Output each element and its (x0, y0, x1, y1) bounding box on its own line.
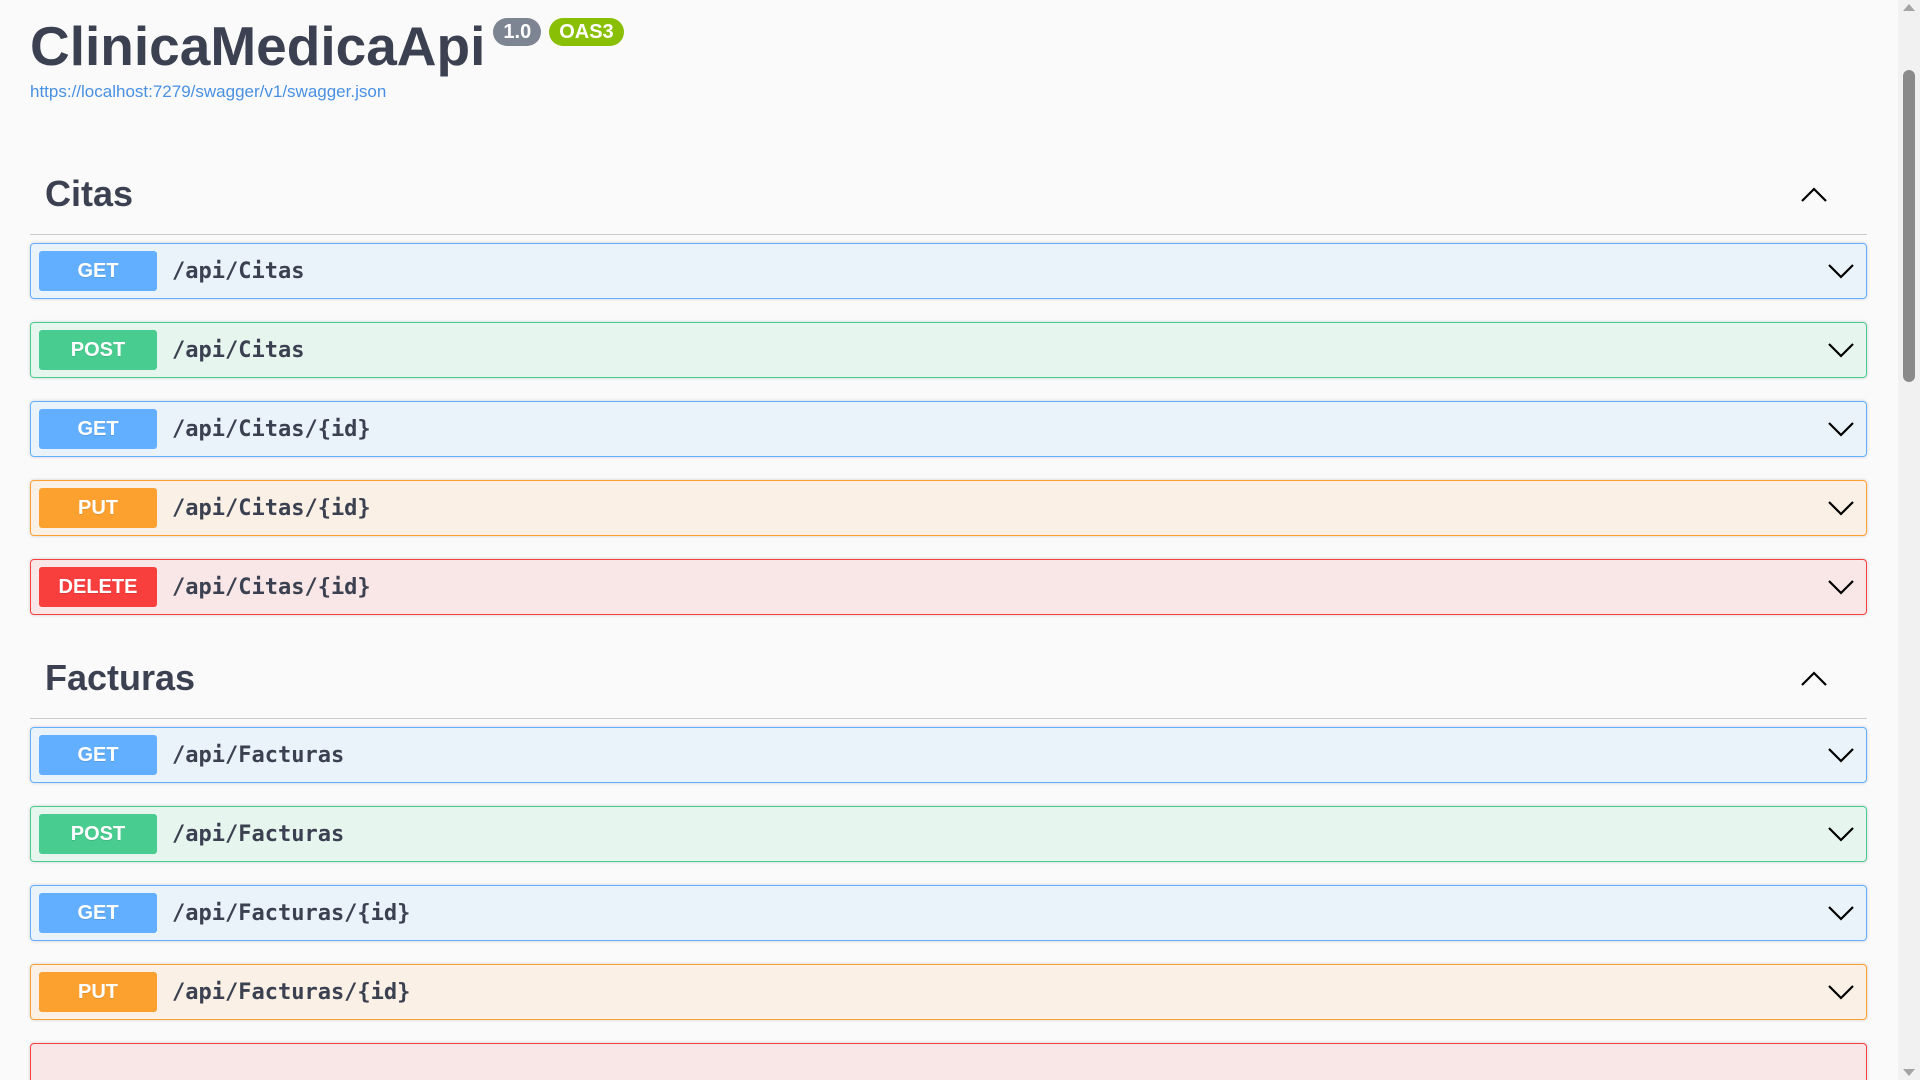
oas-badge: OAS3 (549, 18, 624, 46)
method-badge: PUT (39, 972, 157, 1012)
chevron-down-icon[interactable] (1826, 981, 1856, 1003)
chevron-down-icon[interactable] (1826, 744, 1856, 766)
operation-row[interactable]: PUT /api/Facturas/{id} (30, 964, 1867, 1020)
title-row: ClinicaMedicaApi 1.0 OAS3 (30, 14, 1867, 78)
operation-row-partial[interactable] (30, 1043, 1867, 1080)
version-badge: 1.0 (493, 18, 542, 46)
operation-list: GET /api/Citas POST /api/Citas GET /api/… (30, 235, 1867, 615)
operation-path: /api/Citas/{id} (172, 495, 371, 521)
api-title: ClinicaMedicaApi (30, 15, 486, 77)
operation-path: /api/Citas/{id} (172, 574, 371, 600)
operation-row[interactable]: GET /api/Citas (30, 243, 1867, 299)
spec-link[interactable]: https://localhost:7279/swagger/v1/swagge… (30, 82, 387, 101)
chevron-down-icon[interactable] (1826, 902, 1856, 924)
operation-row[interactable]: POST /api/Citas (30, 322, 1867, 378)
operation-path: /api/Facturas/{id} (172, 900, 411, 926)
operation-path: /api/Facturas/{id} (172, 979, 411, 1005)
operation-row[interactable]: GET /api/Facturas/{id} (30, 885, 1867, 941)
method-badge: GET (39, 893, 157, 933)
chevron-down-icon[interactable] (1826, 418, 1856, 440)
chevron-down-icon[interactable] (1826, 260, 1856, 282)
operation-row[interactable]: POST /api/Facturas (30, 806, 1867, 862)
operation-row[interactable]: GET /api/Citas/{id} (30, 401, 1867, 457)
method-badge: POST (39, 330, 157, 370)
main-content: ClinicaMedicaApi 1.0 OAS3 https://localh… (30, 0, 1867, 1080)
operation-path: /api/Citas (172, 258, 305, 284)
chevron-down-icon[interactable] (1826, 823, 1856, 845)
method-badge: GET (39, 409, 157, 449)
method-badge: GET (39, 251, 157, 291)
vertical-scrollbar[interactable] (1898, 0, 1920, 1080)
tag-header-facturas[interactable]: Facturas (30, 638, 1867, 719)
operation-path: /api/Facturas (172, 742, 345, 768)
operation-path: /api/Citas (172, 337, 305, 363)
chevron-down-icon[interactable] (1826, 339, 1856, 361)
operation-path: /api/Facturas (172, 821, 345, 847)
operation-list: GET /api/Facturas POST /api/Facturas GET… (30, 719, 1867, 1080)
operation-row[interactable]: GET /api/Facturas (30, 727, 1867, 783)
chevron-up-icon[interactable] (1799, 668, 1829, 688)
method-badge: PUT (39, 488, 157, 528)
chevron-down-icon[interactable] (1826, 576, 1856, 598)
tag-name: Citas (45, 173, 134, 214)
chevron-up-icon[interactable] (1799, 184, 1829, 204)
api-info: ClinicaMedicaApi 1.0 OAS3 https://localh… (30, 0, 1867, 102)
tag-name: Facturas (45, 657, 196, 698)
scroll-down-icon[interactable] (1903, 1069, 1915, 1076)
operation-row[interactable]: PUT /api/Citas/{id} (30, 480, 1867, 536)
method-badge: GET (39, 735, 157, 775)
scroll-thumb[interactable] (1903, 70, 1915, 382)
method-badge: POST (39, 814, 157, 854)
operation-row[interactable]: DELETE /api/Citas/{id} (30, 559, 1867, 615)
chevron-down-icon[interactable] (1826, 497, 1856, 519)
tag-section-facturas: Facturas GET /api/Facturas POST /api/Fac… (30, 638, 1867, 1080)
operation-path: /api/Citas/{id} (172, 416, 371, 442)
tag-section-citas: Citas GET /api/Citas POST /api/Citas GET (30, 154, 1867, 615)
tag-header-citas[interactable]: Citas (30, 154, 1867, 235)
scroll-up-icon[interactable] (1903, 4, 1915, 11)
method-badge: DELETE (39, 567, 157, 607)
